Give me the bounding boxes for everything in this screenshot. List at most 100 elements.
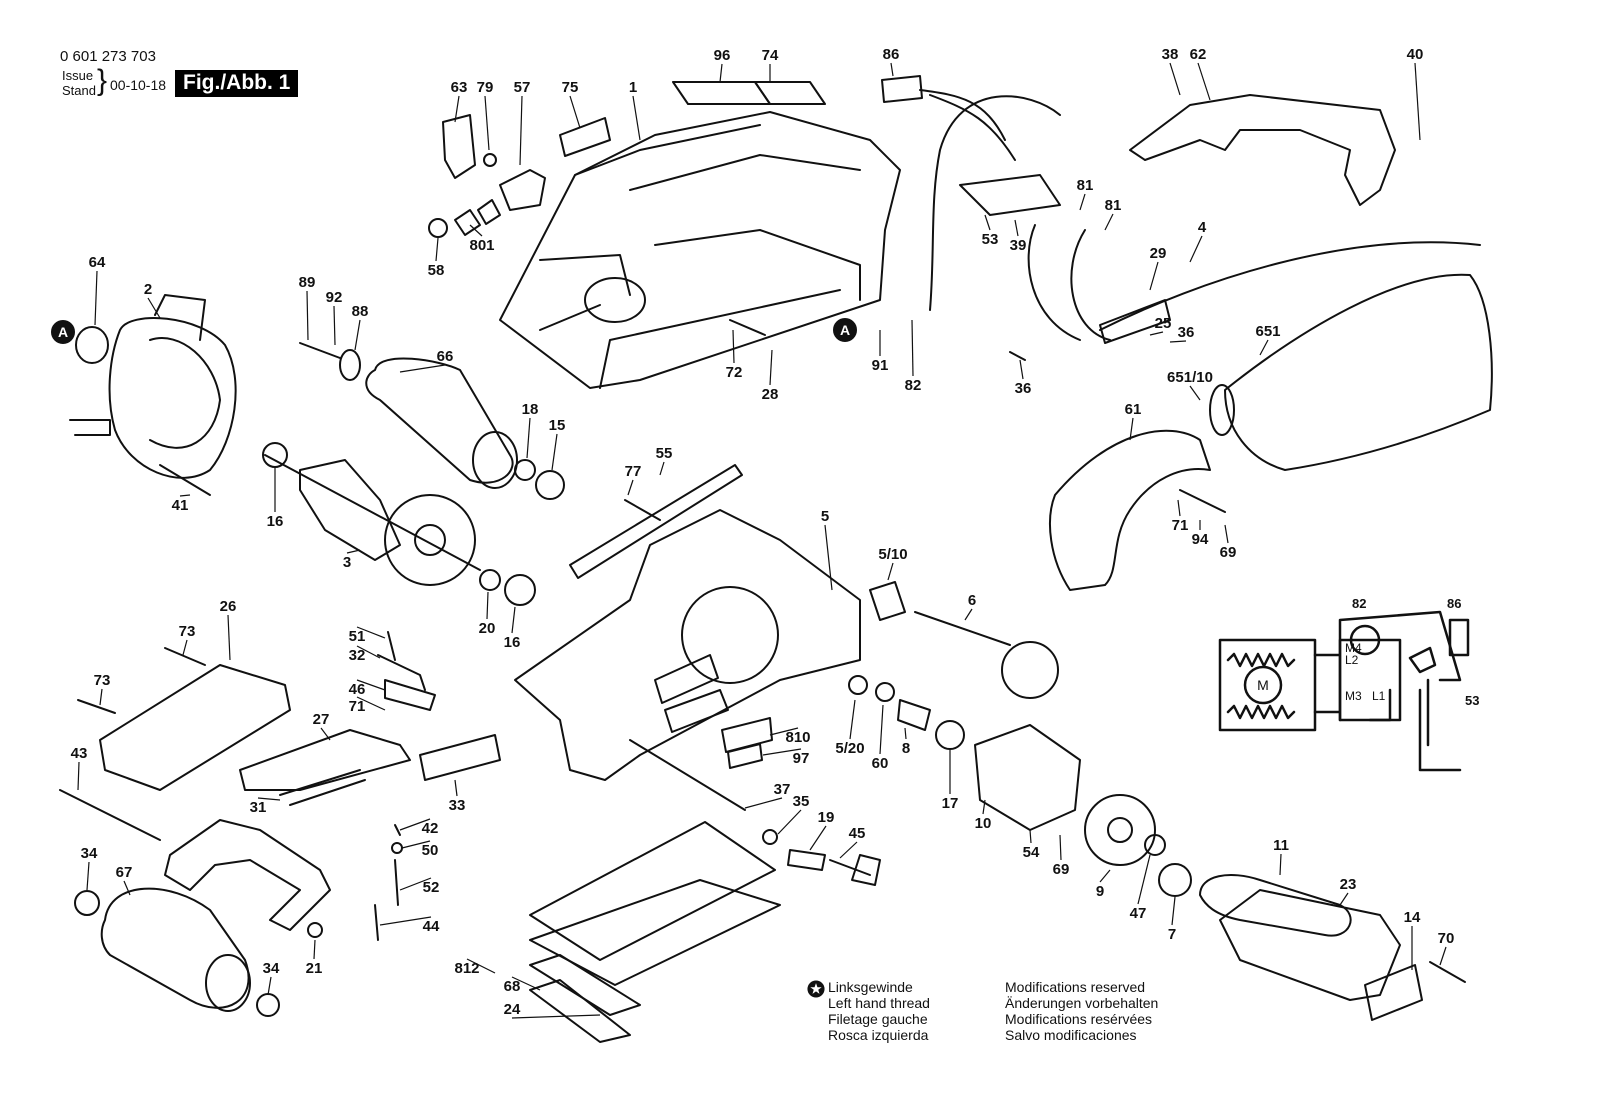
part-label-16: 16 [267, 513, 284, 530]
leader-line [1414, 62, 1421, 141]
legend-line-es: Rosca izquierda [828, 1027, 929, 1043]
spring-part-33 [419, 734, 501, 781]
brush-holder-part [499, 169, 546, 211]
leader-line [1149, 261, 1159, 291]
motor-box [1218, 638, 1317, 732]
leader-line [887, 562, 894, 581]
screw-part-51 [387, 631, 396, 661]
leader-line [94, 270, 98, 326]
leader-line [762, 748, 802, 756]
washer-part-35 [762, 829, 778, 845]
bearing-part-16b [504, 574, 536, 606]
leader-line [1129, 417, 1134, 441]
part-label-26: 26 [220, 598, 237, 615]
part-label-94: 94 [1192, 531, 1209, 548]
leader-line [469, 224, 483, 237]
bearing-part-15 [535, 470, 565, 500]
issue-label: Issue [62, 68, 94, 83]
modifications-notice: Modifications reserved Änderungen vorbeh… [1005, 979, 1158, 1043]
leader-line [744, 797, 783, 809]
leader-line [511, 606, 516, 634]
leader-line [1189, 385, 1201, 401]
mod-line-en: Modifications reserved [1005, 979, 1146, 995]
leader-line [519, 95, 523, 166]
leader-line [719, 63, 723, 83]
leader-line [1014, 219, 1019, 237]
part-label-82: 82 [905, 377, 922, 394]
leader-line [313, 939, 316, 960]
cable-bundle-part [919, 89, 1061, 311]
belt-cover-part [1219, 889, 1401, 1001]
sleeve-part-66 [365, 357, 514, 484]
dust-bag-part [1224, 273, 1493, 471]
leader-line [399, 818, 431, 831]
wiring-texts: M M4 L2 M3 L1 82 86 53 [1257, 596, 1479, 708]
power-cord-part [1027, 224, 1481, 341]
spring-part-31 [279, 769, 366, 806]
part-label-89: 89 [299, 274, 316, 291]
washer-part-34a [74, 890, 100, 916]
screw-part-70 [1429, 961, 1466, 983]
leader-line [839, 841, 858, 859]
leader-line [769, 349, 773, 386]
wiring-schematic [1218, 610, 1470, 772]
part-label-5: 5 [821, 508, 829, 525]
leader-line [182, 639, 188, 656]
part-label-43: 43 [71, 745, 88, 762]
washer-part-60 [875, 682, 895, 702]
issue-date: 00-10-18 [110, 77, 167, 93]
part-label-62: 62 [1190, 46, 1207, 63]
leader-line [354, 319, 361, 351]
leader-line [454, 779, 458, 797]
part-label-20: 20 [479, 620, 496, 637]
part-label-69: 69 [1053, 861, 1070, 878]
rod-part-43 [59, 789, 161, 841]
bearing-part-17 [935, 720, 965, 750]
leader-line [1339, 892, 1349, 906]
part-label-70: 70 [1438, 930, 1455, 947]
leader-line [659, 461, 665, 476]
part-label-60: 60 [872, 755, 889, 772]
leader-line [632, 95, 641, 141]
leader-line [1104, 213, 1114, 231]
gear-housing-bore [681, 586, 779, 684]
marker-texts: A A [58, 322, 850, 340]
part-label-18: 18 [522, 401, 539, 418]
leader-line [879, 704, 884, 755]
lever-part-27 [239, 729, 411, 791]
gear-shaft-part-6 [914, 611, 1011, 646]
part-label-64: 64 [89, 254, 106, 271]
leader-line [257, 797, 281, 801]
left-hand-thread-legend: Linksgewinde Left hand thread Filetage g… [828, 979, 930, 1043]
figure-label: Fig./Abb. 1 [175, 70, 299, 97]
part-label-16: 16 [504, 634, 521, 651]
part-label-67: 67 [116, 864, 133, 881]
part-label-42: 42 [422, 820, 439, 837]
bracket-part-55 [569, 464, 743, 579]
leader-line [1189, 235, 1203, 263]
washer-part-21 [307, 922, 323, 938]
mod-line-es: Salvo modificaciones [1005, 1027, 1137, 1043]
wiring-part-86: 86 [1447, 596, 1461, 611]
marker-a-right-text: A [840, 322, 850, 338]
part-label-812: 812 [454, 960, 479, 977]
part-label-33: 33 [449, 797, 466, 814]
part-label-81: 81 [1105, 197, 1122, 214]
housing-part [499, 111, 901, 389]
part-label-79: 79 [477, 79, 494, 96]
field-coil-lower [1226, 704, 1296, 720]
bearing-part-16a [262, 442, 288, 468]
part-label-54: 54 [1023, 844, 1040, 861]
part-label-66: 66 [437, 348, 454, 365]
gear-cover-part-10 [974, 724, 1081, 831]
part-label-24: 24 [504, 1001, 521, 1018]
part-drawings [51, 75, 1493, 1043]
part-label-34: 34 [263, 960, 280, 977]
part-label-39: 39 [1010, 237, 1027, 254]
leader-line [356, 626, 386, 639]
connection-marker-a-left [51, 320, 75, 344]
part-label-73: 73 [179, 623, 196, 640]
part-label-10: 10 [975, 815, 992, 832]
leader-line [454, 95, 460, 123]
part-86-symbol [1448, 618, 1470, 657]
